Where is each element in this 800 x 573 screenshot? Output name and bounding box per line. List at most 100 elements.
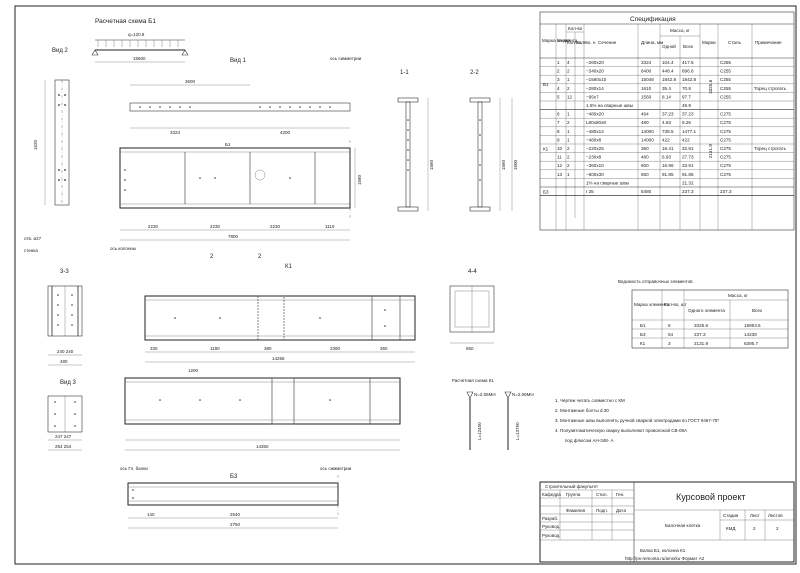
svg-text:2: 2: [258, 254, 262, 260]
spec-h-steel: Сталь: [728, 40, 742, 45]
spec-cell: 16.41: [662, 146, 674, 151]
dim-b1-w4: 1110: [325, 224, 335, 229]
spec-mark: Б1: [543, 82, 549, 87]
spec-cell: 8: [557, 129, 560, 134]
spec-cell: С255: [720, 77, 731, 82]
dim-b3-a: 2540: [230, 512, 241, 517]
stamp-col-dept: Кафедра: [542, 492, 561, 497]
spec-cell: 14000: [641, 137, 654, 142]
view-1-beam-b1: Вид 1 ось симметрии 3600 3324 4200 Б1: [110, 56, 362, 260]
stamp-row-sign: Подп.: [596, 508, 608, 513]
spec-cell: 650: [641, 172, 649, 177]
svg-text:1560: 1560: [501, 159, 506, 170]
stamp-col-st: Стил.: [596, 492, 608, 497]
scheme-k1-l1: L=12450: [477, 422, 482, 440]
sec22-title: 2-2: [470, 70, 479, 76]
stamp-footer: http://ps-remonta.ru/amsrku Формат A2: [625, 556, 705, 561]
spec-cell: 1: [567, 137, 570, 142]
dim-b3-total: 2750: [230, 522, 241, 527]
dim-k1-e: 360: [380, 346, 388, 351]
shipping-cell: Б3: [640, 332, 646, 337]
spec-cell: 1: [567, 77, 570, 82]
spec-cell: 4: [567, 60, 570, 65]
spec-cell: 1: [567, 129, 570, 134]
spec-cell: 4.63: [662, 120, 671, 125]
spec-cell: 422: [682, 137, 690, 142]
spec-h-section: Сечение: [598, 40, 617, 45]
svg-text:1600: 1600: [513, 159, 518, 170]
spec-mark: Б3: [543, 189, 549, 194]
dim-k1-c: 380: [264, 346, 272, 351]
spec-cell: −480x8: [586, 137, 602, 142]
note-2: 2. Монтажные болты d.30: [555, 408, 609, 413]
dim-b3-b: 140: [147, 512, 155, 517]
spec-cell: −480x20: [586, 112, 604, 117]
spec-cell: С275: [720, 137, 731, 142]
spec-cell: −220x25: [586, 146, 604, 151]
spec-cell: 8.14: [662, 94, 671, 99]
spec-cell: С255: [720, 86, 731, 91]
spec-mark-total: 2131.9: [708, 144, 713, 158]
shipping-table: Ведомость отправочных элементов Марка эл…: [618, 279, 789, 349]
spec-cell: 4: [557, 86, 560, 91]
shipping-cell: 19953.6: [744, 323, 761, 328]
stamp-role-2: Руковод.: [542, 524, 560, 529]
spec-cell: 97.7: [682, 94, 691, 99]
spec-cell: 91.85: [682, 172, 694, 177]
spec-h-len: Длина, мм: [641, 40, 663, 45]
spec-cell: 27.73: [682, 155, 694, 160]
section-1-1: 1-1 1560: [397, 70, 434, 212]
b1-label: Б1: [225, 142, 231, 147]
svg-text:254 254: 254 254: [55, 444, 72, 449]
notes: 1. Чертеж читать совместно с КМ 2. Монта…: [555, 398, 719, 443]
spec-weld: 1.5% на сварные швы: [586, 103, 633, 108]
spec-cell: −1560x10: [586, 77, 607, 82]
spec-cell: С275: [720, 146, 731, 151]
spec-cell: 417.5: [682, 60, 694, 65]
hole-note: отв. ø27: [24, 236, 42, 241]
spec-mark: К1: [543, 146, 549, 151]
axis-sym-label: ось симметрии: [330, 56, 362, 61]
spec-cell: 5: [557, 94, 560, 99]
scheme-b1-span: 15600: [133, 56, 146, 61]
scheme-b1-title: Расчетная схема Б1: [95, 18, 156, 25]
spec-cell: 3324: [641, 60, 652, 65]
spec-cell: 10: [557, 146, 563, 151]
spec-cell: С255: [720, 69, 731, 74]
scheme-k1-n1: N=2.06МН: [474, 392, 496, 397]
stamp-sheets-v: 2: [776, 526, 779, 531]
dim-b2-total: 14350: [256, 444, 269, 449]
shipping-cell: 3: [668, 341, 671, 346]
spec-cell: 6.93: [662, 155, 671, 160]
spec-cell: 1: [567, 172, 570, 177]
spec-cell: 2: [567, 69, 570, 74]
view-2: Вид 2 1620 отв. ø27 стенка: [24, 48, 70, 253]
spec-cell: 494: [641, 112, 649, 117]
spec-cell: L80x80x8: [586, 120, 606, 125]
spec-cell: С255: [720, 94, 731, 99]
ship-h-mass: Масса, кг: [728, 293, 748, 298]
spec-title: Спецификация: [630, 16, 676, 23]
stiffener-label: стенка: [24, 248, 38, 253]
shipping-cell: 6: [668, 323, 671, 328]
spec-cell: 91.85: [662, 172, 674, 177]
shipping-cell: 6395.7: [744, 341, 758, 346]
svg-text:1560: 1560: [429, 159, 434, 170]
spec-cell: Торец строгать: [754, 86, 787, 91]
dim-k1-a: 330: [150, 346, 158, 351]
spec-cell: 1842.8: [682, 77, 696, 82]
stamp-row-name: Фамилия: [566, 508, 586, 513]
scheme-b1: Расчетная схема Б1 q=120.8 15600: [91, 18, 189, 63]
ship-h-qty: Кол-во, шт: [664, 302, 688, 307]
ship-h-one: Одного элемента: [688, 308, 725, 313]
spec-cell: 2: [567, 163, 570, 168]
note-1: 1. Чертеж читать совместно с КМ: [555, 398, 625, 403]
stamp-role-3: Руковод.: [542, 533, 560, 538]
view-3: Вид 3 247 247 254 254: [47, 380, 83, 451]
spec-cell: 448.4: [662, 69, 674, 74]
spec-h-mass: Масса, кг: [670, 28, 690, 33]
spec-table: Спецификация Марка элемента № дет. Кол-в…: [539, 11, 795, 231]
title-block: Строительный факультет Кафедра Группа Ст…: [539, 481, 795, 563]
shipping-cell: 237.3: [694, 332, 706, 337]
